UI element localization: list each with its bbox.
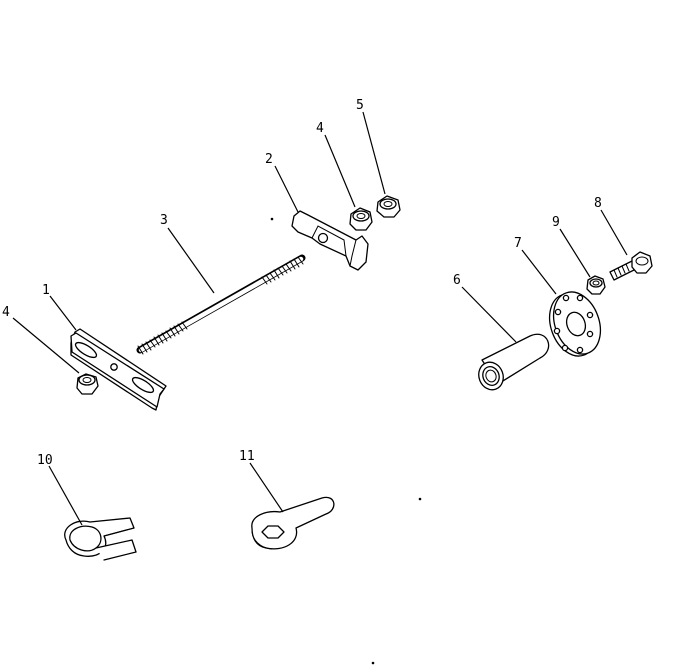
- part-6-sleeve[interactable]: [475, 333, 550, 393]
- callout-10: 10: [37, 453, 53, 468]
- part-10-pipe-clamp[interactable]: [64, 517, 137, 561]
- callout-7: 7: [514, 236, 522, 251]
- leader-5: [362, 111, 386, 195]
- leader-2: [274, 165, 299, 213]
- leader-1: [49, 295, 77, 331]
- part-11-locking-tab[interactable]: [251, 496, 335, 550]
- leader-6: [461, 286, 517, 343]
- scan-specks: [270, 217, 422, 665]
- leader-7: [521, 249, 557, 295]
- part-8-bolt[interactable]: [609, 251, 653, 281]
- callout-4b: 4: [316, 121, 324, 136]
- callout-5: 5: [356, 98, 364, 113]
- part-1-slotted-plate[interactable]: [70, 328, 167, 411]
- callout-8: 8: [594, 196, 602, 211]
- leader-3: [167, 227, 215, 294]
- part-5-hex-nut[interactable]: [376, 195, 401, 218]
- callout-3: 3: [160, 213, 168, 228]
- leader-4a: [12, 317, 80, 374]
- part-3-threaded-rod[interactable]: [136, 254, 306, 355]
- part-4-hex-nut-left[interactable]: [76, 373, 99, 395]
- callout-11: 11: [239, 449, 255, 464]
- callout-2: 2: [265, 152, 273, 167]
- leader-4b: [324, 134, 356, 208]
- callout-9: 9: [552, 215, 560, 230]
- part-7-flange-disc[interactable]: [541, 285, 608, 362]
- callout-4a: 4: [2, 305, 10, 320]
- part-2-bent-bracket[interactable]: [291, 210, 369, 271]
- callout-6: 6: [453, 273, 461, 288]
- leader-10: [48, 465, 83, 526]
- part-4-hex-nut-upper[interactable]: [349, 207, 373, 231]
- leader-9: [559, 228, 591, 278]
- callout-1: 1: [42, 283, 50, 298]
- leader-lines: [12, 111, 628, 526]
- leader-8: [600, 209, 628, 256]
- callout-labels: 1 2 3 4 4 5 6 7 8 9 10 11: [2, 98, 602, 468]
- part-9-small-nut[interactable]: [586, 275, 606, 295]
- leader-11: [249, 462, 284, 513]
